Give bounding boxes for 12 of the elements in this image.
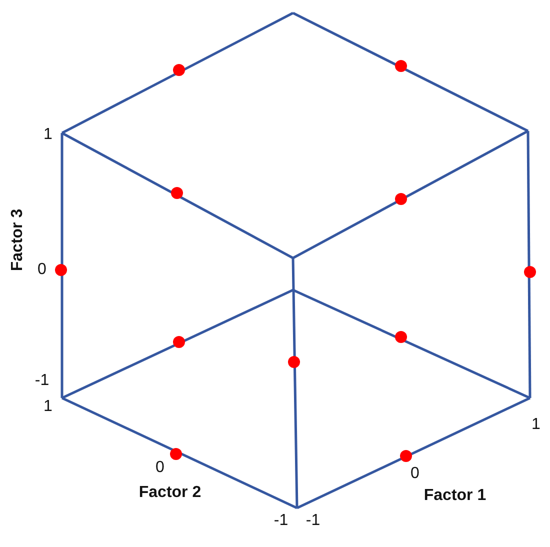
axis-title: Factor 2 <box>138 485 202 501</box>
axis-tick-label: -1 <box>306 513 320 529</box>
axis-tick-label: 0 <box>38 262 46 278</box>
axis-tick-label: 1 <box>532 417 540 433</box>
axis-tick-label: 1 <box>44 127 52 143</box>
axis-tick-label: 1 <box>44 399 52 415</box>
axis-tick-label: -1 <box>274 513 288 529</box>
axis-title: Factor 3 <box>10 208 26 272</box>
axis-tick-label: 0 <box>156 460 164 476</box>
axis-tick-label: 0 <box>410 466 420 482</box>
axis-tick-label: -1 <box>34 373 50 389</box>
axis-title: Factor 1 <box>424 488 486 504</box>
